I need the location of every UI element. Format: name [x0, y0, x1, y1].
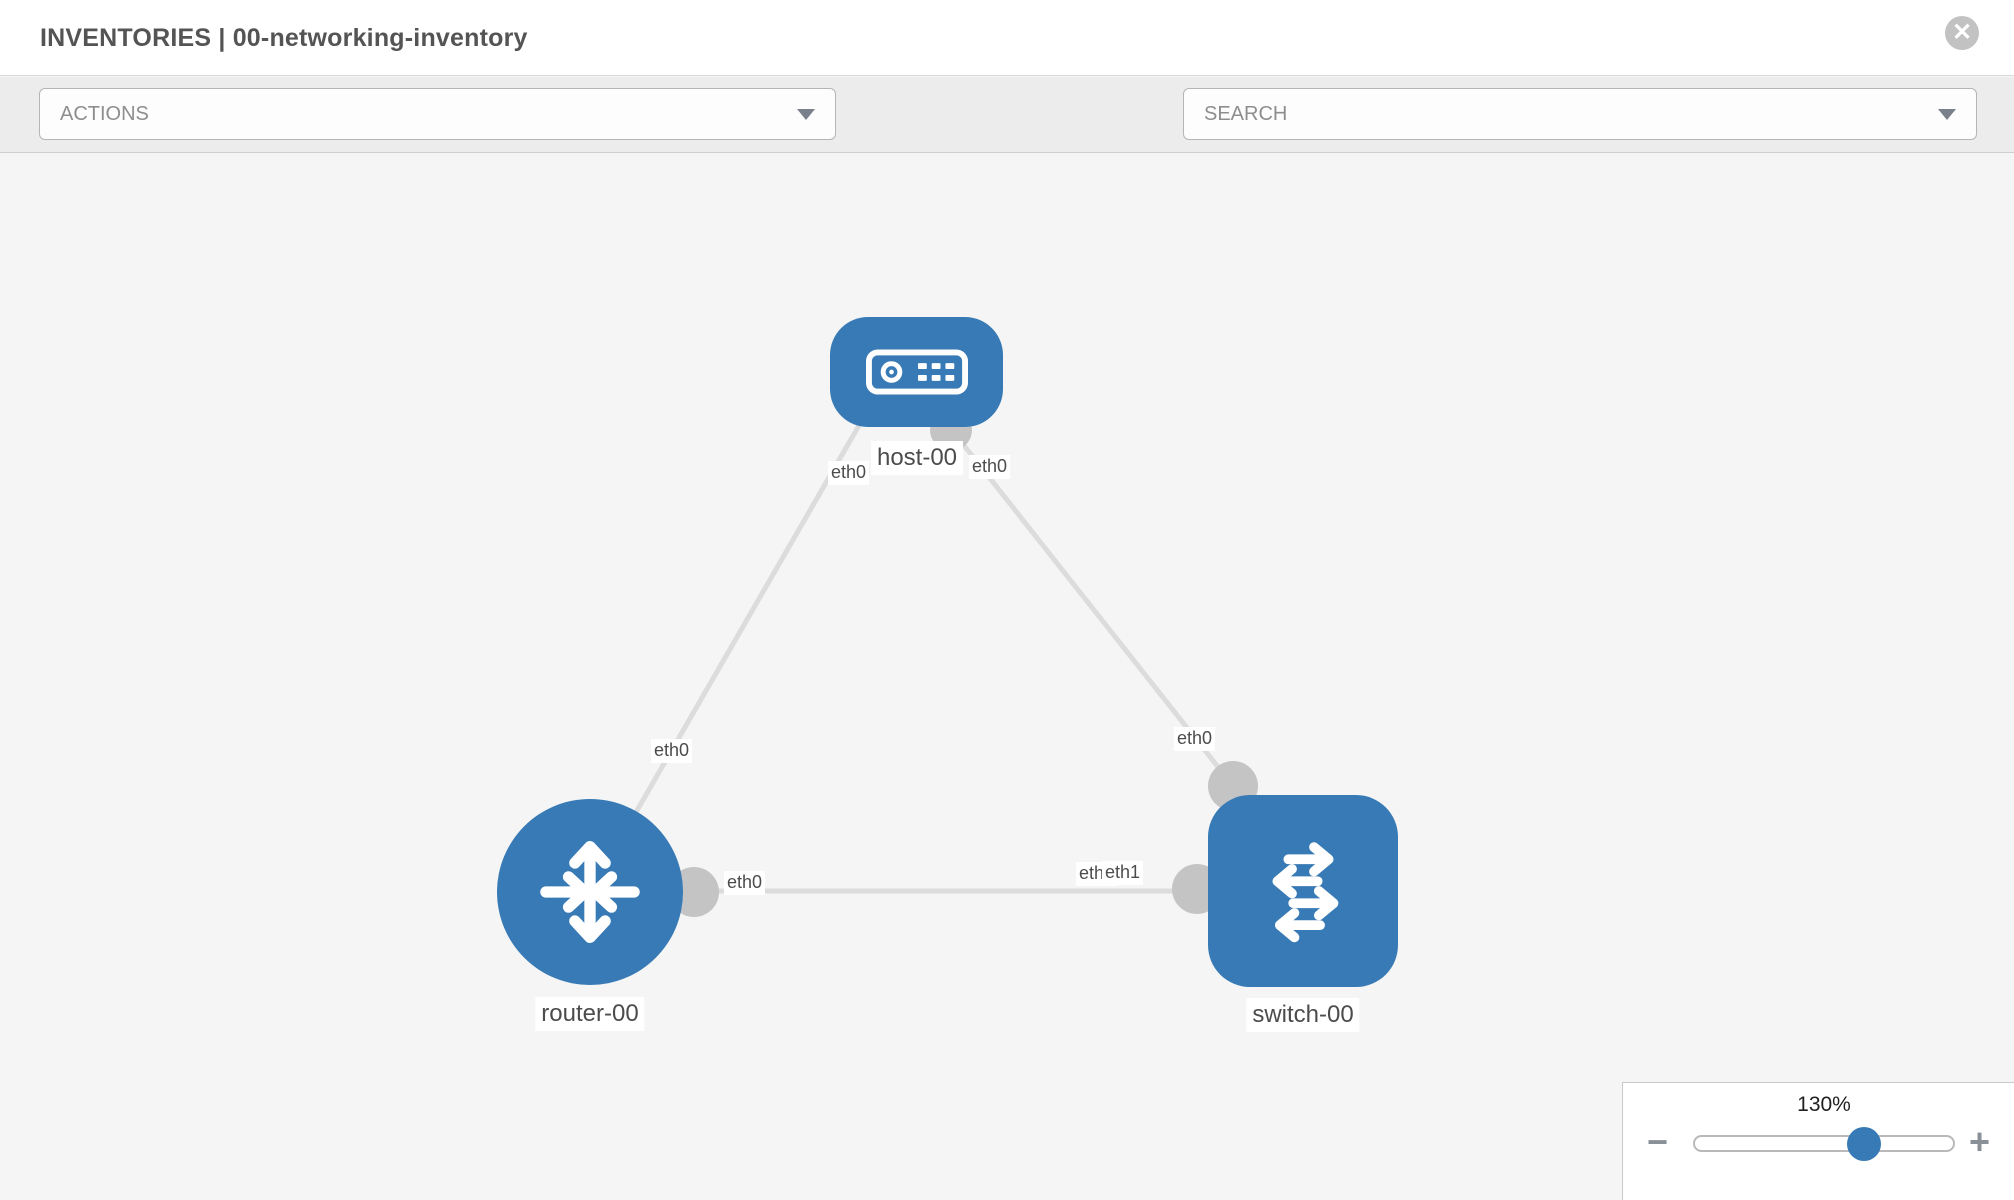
interface-label-router-eth0-uplink: eth0: [651, 739, 693, 763]
zoom-out-button[interactable]: −: [1647, 1121, 1669, 1162]
interface-label-switch-eth1: eth1: [1102, 861, 1144, 885]
chevron-down-icon: [797, 108, 815, 120]
node-host-00[interactable]: [830, 317, 1003, 427]
host-icon: [865, 349, 968, 395]
zoom-value: 130%: [1797, 1093, 1851, 1116]
node-router-00[interactable]: [497, 799, 683, 985]
interface-label-host-eth0-left: eth0: [828, 461, 870, 485]
interface-label-switch-eth0-uplink: eth0: [1174, 727, 1216, 751]
link-host-switch: [949, 427, 1235, 788]
search-input[interactable]: SEARCH: [1183, 88, 1977, 140]
node-label-router: router-00: [535, 997, 645, 1031]
close-button[interactable]: ✕: [1945, 16, 1979, 50]
node-label-switch: switch-00: [1246, 998, 1360, 1032]
router-icon: [540, 840, 640, 944]
node-switch-00[interactable]: [1208, 795, 1398, 987]
chevron-down-icon: [1938, 108, 1956, 120]
actions-dropdown[interactable]: ACTIONS: [39, 88, 836, 140]
node-label-host: host-00: [870, 441, 964, 475]
zoom-in-button[interactable]: +: [1969, 1121, 1991, 1162]
zoom-slider-track[interactable]: [1693, 1135, 1955, 1152]
toolbar: ACTIONS SEARCH: [0, 77, 2014, 205]
topology-links-layer: [587, 409, 1303, 917]
page-title: INVENTORIES | 00-networking-inventory: [40, 23, 528, 52]
zoom-slider-knob[interactable]: [1847, 1127, 1881, 1161]
search-placeholder: SEARCH: [1204, 102, 1288, 125]
interface-label-router-eth0: eth0: [724, 871, 766, 895]
switch-icon: [1272, 842, 1339, 943]
interface-label-host-eth0-right: eth0: [969, 455, 1011, 479]
zoom-control-panel: 130% − +: [1622, 1082, 2014, 1200]
actions-dropdown-label: ACTIONS: [60, 102, 149, 125]
topology-canvas[interactable]: host-00 router-00 switch-00 eth0 eth0 et…: [0, 154, 2014, 1200]
header: INVENTORIES | 00-networking-inventory ✕: [0, 0, 2014, 76]
close-icon: ✕: [1951, 19, 1973, 46]
